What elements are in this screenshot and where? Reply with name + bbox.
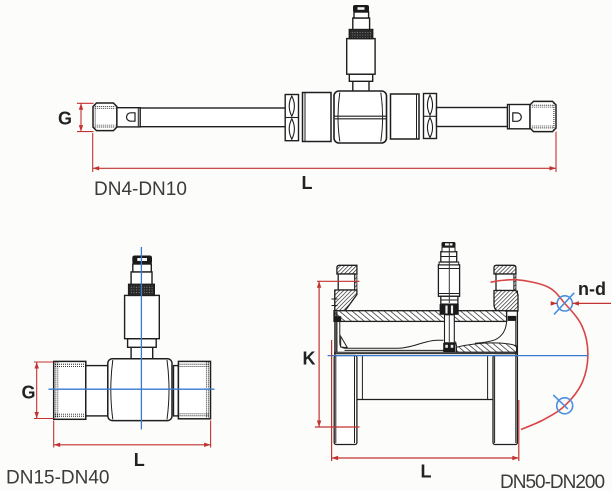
- svg-text:n-d: n-d: [578, 279, 606, 299]
- svg-text:DN15-DN40: DN15-DN40: [6, 468, 109, 489]
- svg-text:K: K: [303, 349, 316, 369]
- svg-text:G: G: [22, 383, 36, 403]
- svg-text:DN4-DN10: DN4-DN10: [94, 179, 187, 200]
- svg-text:L: L: [302, 173, 313, 193]
- svg-text:G: G: [58, 109, 72, 129]
- svg-text:DN50-DN200: DN50-DN200: [500, 472, 604, 491]
- svg-text:L: L: [421, 462, 432, 482]
- svg-text:L: L: [134, 450, 145, 470]
